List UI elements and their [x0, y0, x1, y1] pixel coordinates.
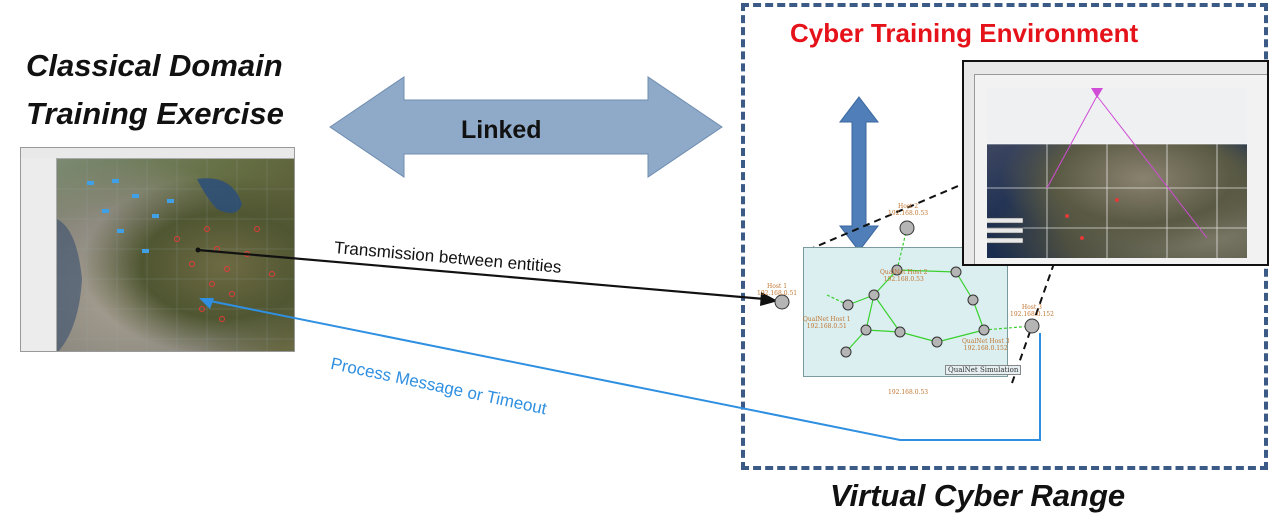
host-1-label: Host 1 192.168.0.51: [757, 283, 798, 297]
map-overlay-grid: [987, 88, 1247, 258]
screenshot-menubar: [21, 148, 294, 159]
qualnet-simulation-panel: [803, 247, 1008, 377]
classical-domain-title: Classical Domain Training Exercise: [26, 42, 326, 138]
cyber-training-environment-title: Cyber Training Environment: [790, 18, 1139, 48]
qualnet-simulation-label: QualNet Simulation: [945, 365, 1022, 375]
bottom-ip-label: 192.168.0.53: [888, 389, 929, 396]
map-ruler-side: [964, 74, 975, 264]
qualnet-host-2-label: QualNet Host 2 192.168.0.53: [880, 269, 928, 283]
map-header-strip: [987, 88, 1247, 144]
linked-label: Linked: [461, 116, 542, 144]
virtual-cyber-range-title: Virtual Cyber Range: [830, 478, 1126, 513]
host-3-label: Host 3 192.168.0.152: [1010, 304, 1054, 318]
process-message-line: [204, 299, 1041, 441]
process-arrowhead: [199, 298, 214, 309]
host-2-label: Host 2 192.168.0.53: [888, 203, 929, 217]
title-line-1: Classical Domain: [26, 48, 283, 83]
qualnet-host-3-label: QualNet Host 3 192.168.0.152: [962, 338, 1010, 352]
title-line-2: Training Exercise: [26, 96, 284, 131]
qualnet-host-1-label: QualNet Host 1 192.168.0.51: [803, 316, 851, 330]
transmission-line: [197, 248, 765, 301]
transmission-arrowhead: [760, 292, 778, 306]
screenshot-sidepanel: [21, 158, 57, 351]
map-overlay: [57, 159, 294, 351]
map-ruler-top: [964, 62, 1267, 75]
transmission-origin-dot: [195, 247, 201, 253]
satellite-map-window: [962, 60, 1269, 266]
linked-double-arrow: [329, 76, 723, 178]
network-topology: [774, 220, 1040, 358]
